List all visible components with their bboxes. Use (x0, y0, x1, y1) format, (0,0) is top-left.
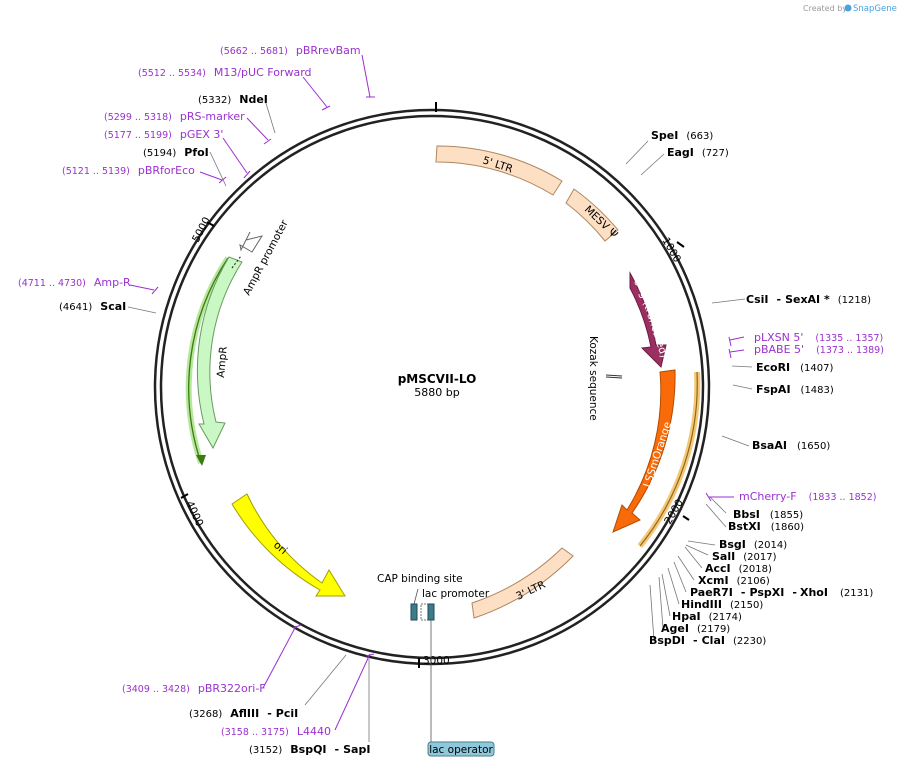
kozak-label: Kozak sequence (587, 336, 599, 421)
ltr5-arrow[interactable] (435, 145, 563, 196)
tick-5000-label: 5000 (190, 215, 213, 244)
enzyme-csii[interactable]: CsiI-SexAI *(1218) (746, 293, 871, 306)
enzyme-agei[interactable]: AgeI(2179) (661, 622, 730, 635)
enzyme-bstxi[interactable]: BstXI(1860) (728, 520, 804, 533)
enzyme-afliii[interactable]: (3268)AflIII-PciI (189, 707, 298, 720)
primer-pbrforeco[interactable]: (5121 .. 5139)pBRforEco (62, 164, 195, 177)
enzyme-scai[interactable]: (4641)ScaI (59, 300, 126, 313)
snapgene-logo-icon (844, 4, 852, 12)
enzyme-spei[interactable]: SpeI(663) (651, 129, 713, 142)
lssmorange-arrow[interactable] (612, 369, 676, 533)
primer-mcherry[interactable]: mCherry-F(1833 .. 1852) (739, 490, 876, 503)
credit-brand: SnapGene (853, 4, 897, 14)
primer-pbr322ori[interactable]: (3409 .. 3428)pBR322ori-F (122, 682, 266, 695)
ltr3-arrow[interactable] (471, 547, 574, 619)
primer-ampr[interactable]: (4711 .. 4730)Amp-R (18, 276, 131, 289)
lac-operator-tag[interactable] (427, 741, 495, 757)
primer-l4440[interactable]: (3158 .. 3175)L4440 (221, 725, 331, 738)
primer-leaders (129, 54, 745, 731)
tick-3000-label: 3000 (423, 655, 450, 667)
lac-operator-label: lac operator (429, 744, 493, 756)
tick-4000-mark (180, 493, 189, 499)
primer-pbabe[interactable]: pBABE 5'(1373 .. 1389) (754, 343, 884, 356)
primer-prs[interactable]: (5299 .. 5318)pRS-marker (104, 110, 245, 123)
enzyme-fspai[interactable]: FspAI(1483) (756, 383, 834, 396)
plasmid-name: pMSCVII-LO (398, 372, 477, 386)
enzyme-bspqi[interactable]: (3152)BspQI-SapI (249, 743, 370, 756)
mesv-psi-arrow[interactable] (565, 188, 619, 242)
enzyme-hpai[interactable]: HpaI(2174) (672, 610, 742, 623)
backbone-inner (159, 114, 705, 660)
backbone-outer (153, 108, 711, 666)
cap-binding-site-box[interactable] (410, 603, 418, 621)
primer-m13[interactable]: (5512 .. 5534)M13/pUC Forward (138, 66, 312, 79)
enzyme-acci[interactable]: AccI(2018) (705, 562, 772, 575)
lac-promoter-label: lac promoter (422, 588, 490, 600)
plasmid-size: 5880 bp (414, 386, 459, 399)
enzyme-leaders (127, 99, 753, 742)
enzyme-bsgi[interactable]: BsgI(2014) (719, 538, 787, 551)
enzyme-bbsi[interactable]: BbsI(1855) (733, 508, 803, 521)
kozak-mark (605, 374, 623, 377)
enzyme-bspdi[interactable]: BspDI-ClaI(2230) (649, 634, 766, 647)
tick-5000-mark (206, 221, 215, 227)
ori-arrow[interactable] (231, 493, 346, 597)
enzyme-ndei[interactable]: (5332)NdeI (198, 93, 268, 106)
ampr-promoter-label: AmpR promoter (241, 218, 291, 298)
ampr-arrow[interactable] (196, 256, 243, 450)
credit-text: Created by (803, 4, 847, 13)
enzyme-pfoi[interactable]: (5194)PfoI (143, 146, 209, 159)
enzyme-hindiii[interactable]: HindIII(2150) (681, 598, 763, 611)
enzyme-sali[interactable]: SalI(2017) (712, 550, 777, 563)
enzyme-ecori[interactable]: EcoRI(1407) (756, 361, 834, 374)
enzyme-bsaai[interactable]: BsaAI(1650) (752, 439, 830, 452)
enzyme-xcmi[interactable]: XcmI(2106) (698, 574, 770, 587)
ampr-label: AmpR (215, 346, 230, 378)
ampr-promoter-arrow[interactable] (239, 231, 264, 253)
lac-operator-box[interactable] (427, 603, 435, 621)
primer-pbrrevbam[interactable]: (5662 .. 5681)pBRrevBam (220, 44, 361, 57)
primer-pgex[interactable]: (5177 .. 5199)pGEX 3' (104, 128, 223, 141)
enzyme-eagi[interactable]: EagI(727) (667, 146, 729, 159)
tick-1000-label: 1000 (659, 236, 683, 265)
tick-1000-mark (676, 241, 685, 248)
primer-plxsn[interactable]: pLXSN 5'(1335 .. 1357) (754, 331, 883, 344)
gag-arrow[interactable] (629, 271, 667, 368)
enzyme-paer7i[interactable]: PaeR7I-PspXI-XhoI(2131) (690, 586, 873, 599)
cap-label: CAP binding site (377, 573, 463, 585)
tick-2000-mark (682, 515, 690, 521)
